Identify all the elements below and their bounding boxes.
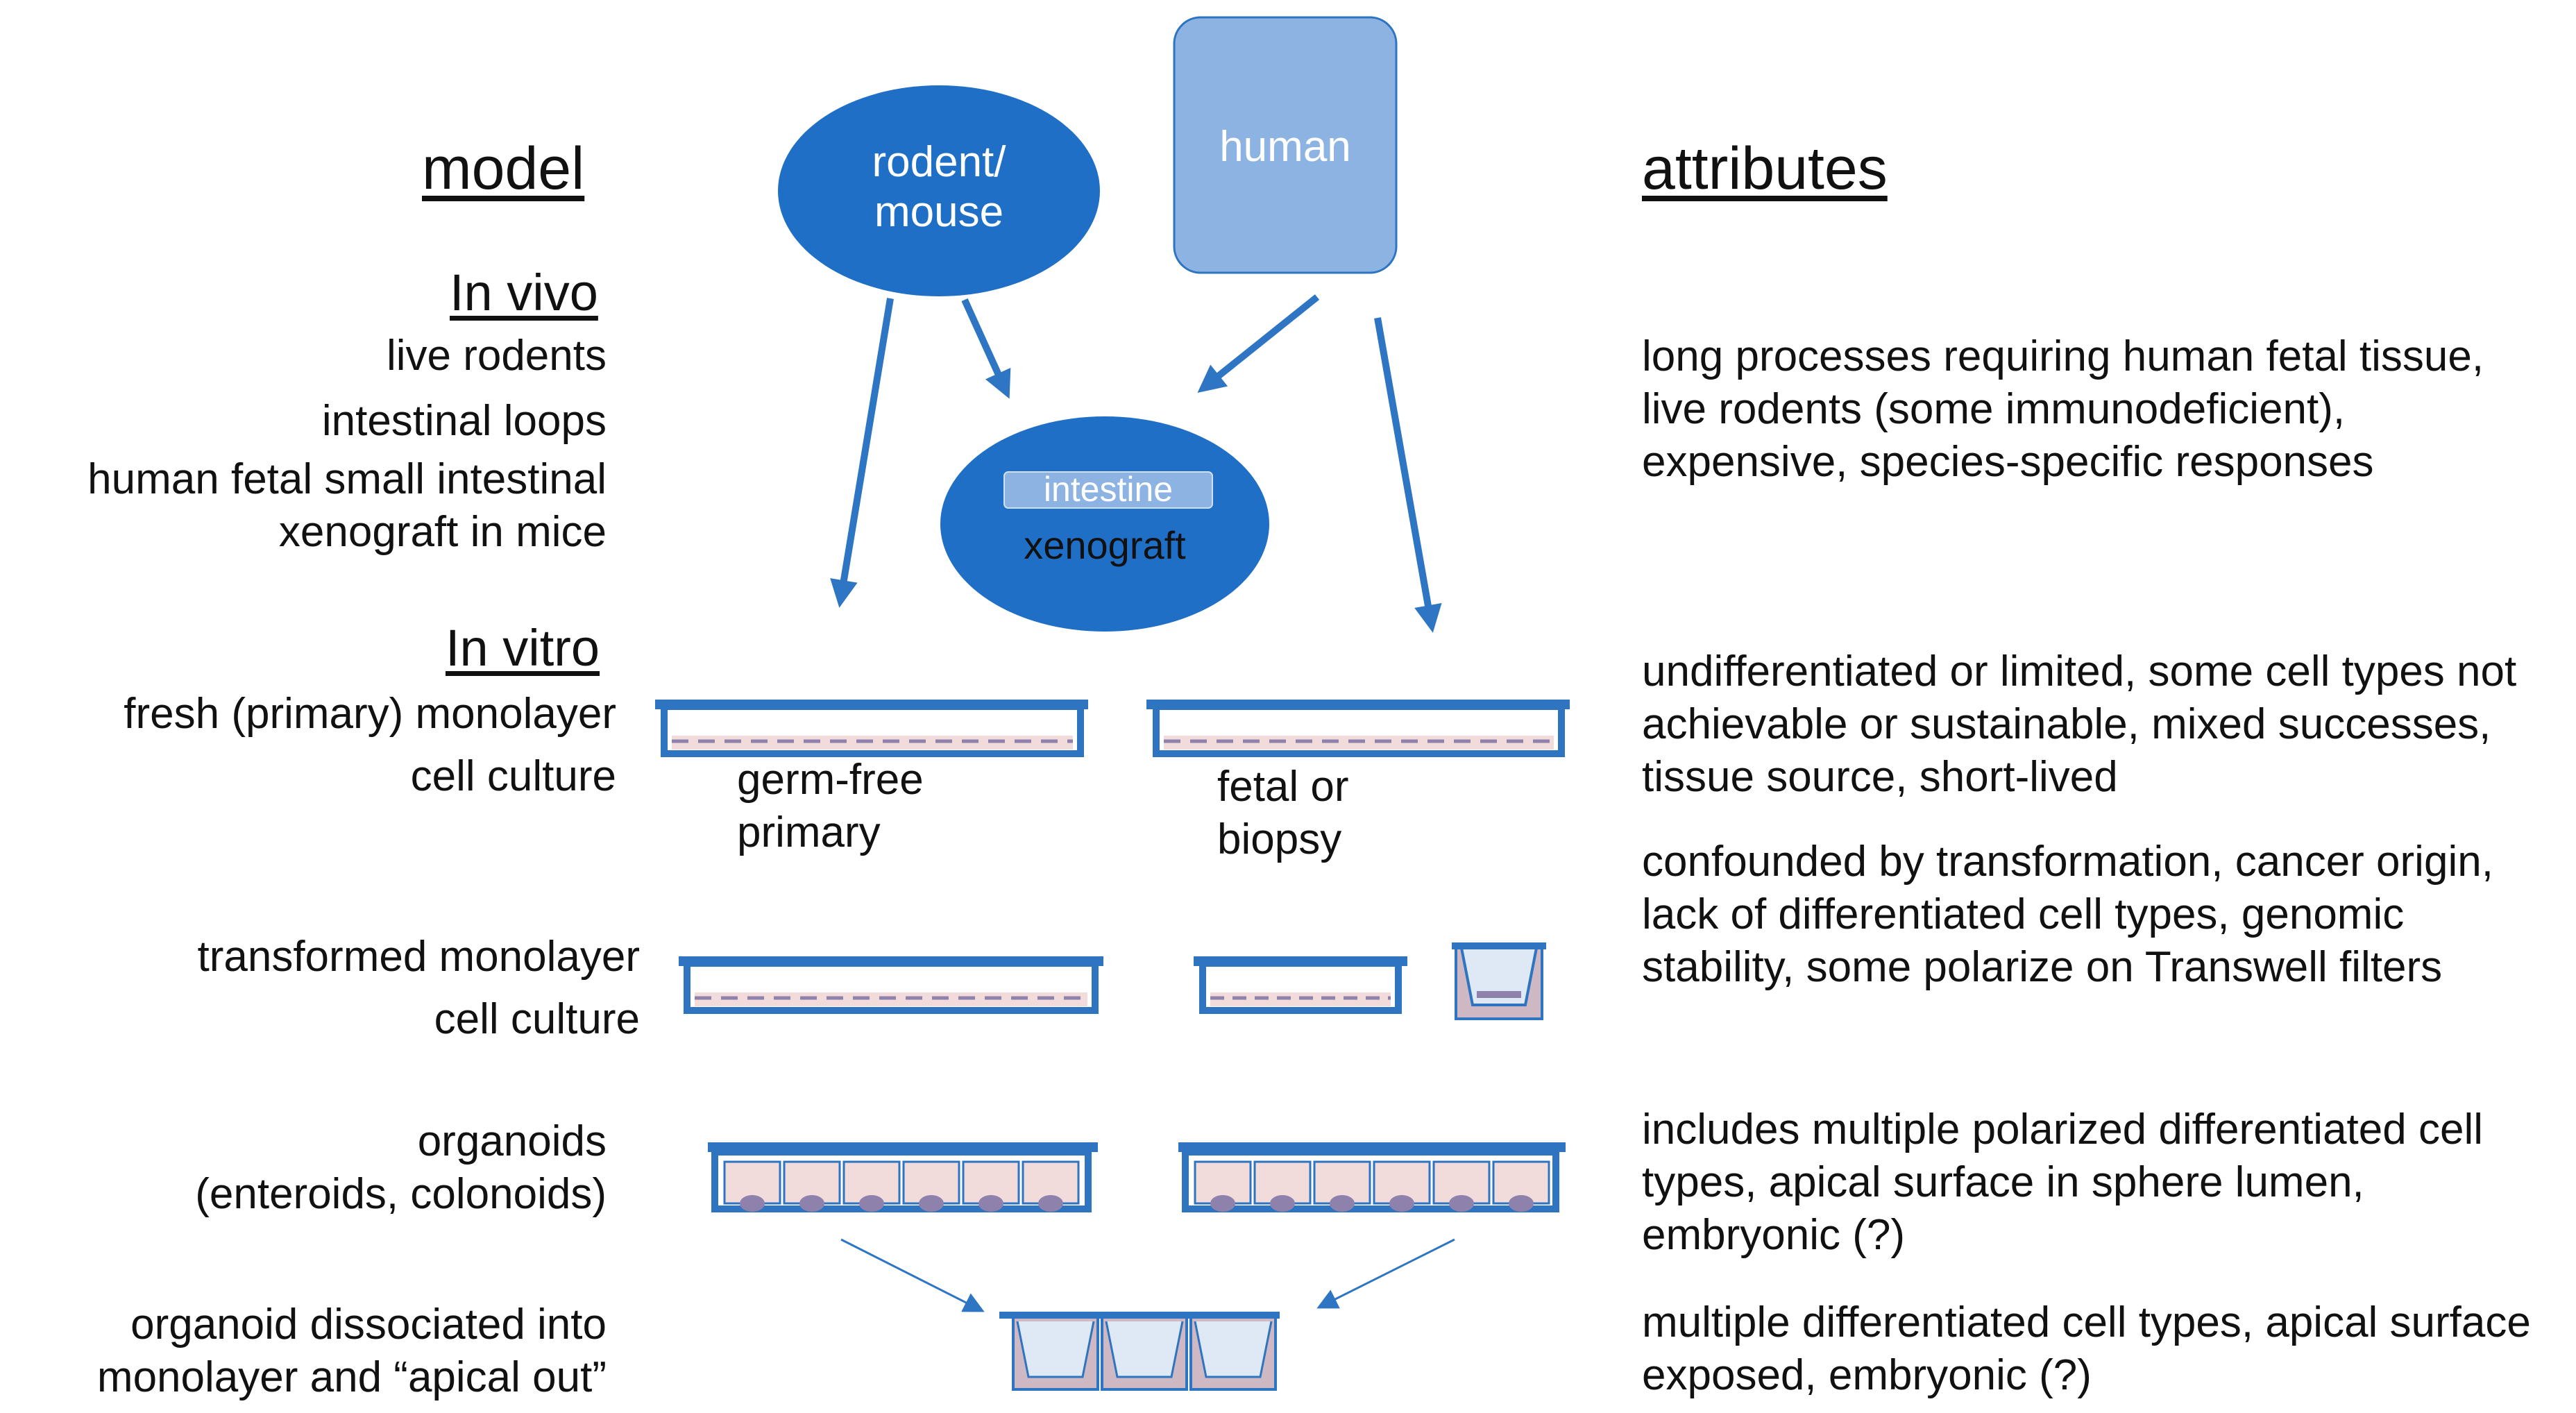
primary-label-line2: cell culture (410, 752, 616, 800)
dissociated-label-line2: monolayer and “apical out” (96, 1353, 607, 1401)
dissociated-attribute: multiple differentiated cell types, apic… (1642, 1298, 2531, 1399)
in-vitro-title: In vitro (446, 619, 600, 677)
arrow-organoid-right-to-dissociated (1316, 1238, 1455, 1309)
in-vivo-item: xenograft in mice (278, 508, 607, 556)
human-box (1173, 16, 1398, 274)
transformed-label-line2: cell culture (434, 995, 640, 1043)
germ-free-primary-label: germ-free primary (737, 756, 924, 856)
dissociated-label-line1: organoid dissociated into (130, 1301, 607, 1348)
rodent-mouse-ellipse (778, 85, 1100, 296)
organoid-plate-left (708, 1142, 1098, 1212)
rodent-label-line1: rodent/ (872, 138, 1006, 186)
transformed-attribute: confounded by transformation, cancer ori… (1642, 838, 2493, 991)
organoid-plate-right (1178, 1142, 1566, 1212)
arrow-rodent-to-invitro (830, 298, 894, 608)
primary-dish-right (1146, 700, 1570, 757)
rodent-label-line2: mouse (874, 188, 1003, 236)
transformed-dish-right (1194, 956, 1407, 1014)
dissociated-transwells (999, 1312, 1280, 1391)
transformed-dish-left (679, 956, 1103, 1014)
in-vivo-item: intestinal loops (321, 397, 607, 445)
primary-dish-left (655, 700, 1088, 757)
in-vivo-attribute: long processes requiring human fetal tis… (1642, 332, 2484, 486)
organoids-label-line1: organoids (417, 1117, 607, 1165)
xenograft-ellipse (940, 416, 1269, 632)
arrow-human-to-invitro (1374, 317, 1442, 633)
intestine-label: intestine (1044, 470, 1173, 509)
in-vivo-title: In vivo (450, 264, 598, 321)
transformed-label-line1: transformed monolayer (197, 933, 641, 981)
organoids-label-line2: (enteroids, colonoids) (195, 1170, 607, 1218)
in-vivo-item: human fetal small intestinal (87, 455, 607, 503)
intestine-tag (1003, 471, 1213, 509)
model-header: model (422, 135, 585, 202)
attributes-header: attributes (1642, 135, 1888, 202)
arrow-human-to-xenograft (1197, 294, 1320, 393)
primary-attribute: undifferentiated or limited, some cell t… (1642, 648, 2517, 801)
human-label: human (1219, 123, 1351, 171)
fetal-or-biopsy-label: fetal or biopsy (1217, 763, 1349, 863)
transwell-insert (1452, 942, 1546, 1020)
organoids-attribute: includes multiple polarized differentiat… (1642, 1106, 2483, 1259)
primary-label-line1: fresh (primary) monolayer (124, 690, 616, 738)
xenograft-label: xenograft (1024, 523, 1186, 567)
in-vivo-item: live rodents (386, 332, 607, 380)
arrow-organoid-left-to-dissociated (840, 1238, 985, 1312)
arrow-rodent-to-xenograft (961, 298, 1011, 399)
